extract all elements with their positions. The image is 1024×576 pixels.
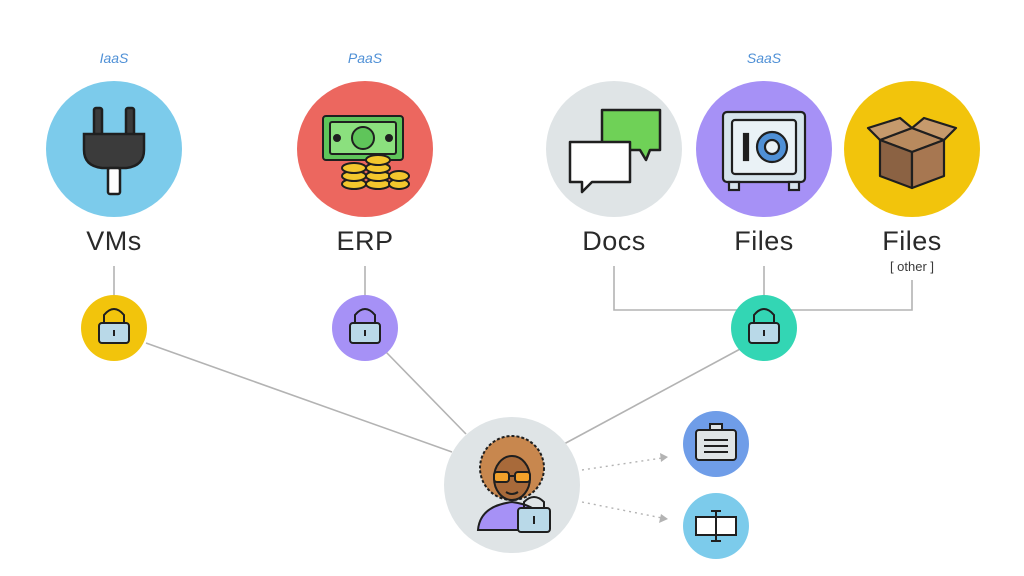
erp-lock-node: [332, 295, 398, 361]
arrow-to-scroll: [581, 501, 663, 519]
files-other-service-node: [844, 81, 980, 217]
saas-category-label: SaaS: [746, 50, 782, 66]
chat-bubbles-icon: [568, 108, 662, 194]
output-arrows: [581, 457, 663, 519]
padlock-icon: [98, 308, 130, 344]
docs-service-node: [546, 81, 682, 217]
saas-lock-to-user-line: [563, 347, 743, 445]
saas-lock-node: [731, 295, 797, 361]
files-label: Files: [734, 226, 794, 256]
box-icon: [866, 116, 958, 190]
paas-category-label: PaaS: [347, 50, 383, 66]
erp-service-node: [297, 81, 433, 217]
arrow-to-briefcase: [581, 457, 663, 471]
erp-label: ERP: [336, 226, 394, 256]
erp-lock-to-user-line: [385, 351, 467, 435]
user-with-lock-icon: [476, 435, 551, 533]
vms-label: VMs: [86, 226, 142, 256]
briefcase-output-node: [683, 411, 749, 477]
vms-service-node: [46, 81, 182, 217]
vms-lock-node: [81, 295, 147, 361]
arrowhead-briefcase: [660, 453, 668, 462]
money-coins-icon: [322, 115, 410, 190]
iaas-category-label: IaaS: [99, 50, 129, 66]
padlock-icon: [748, 308, 780, 344]
padlock-icon: [349, 308, 381, 344]
briefcase-icon: [695, 423, 737, 461]
files-other-label: Files: [882, 226, 942, 256]
vms-lock-to-user-line: [145, 342, 453, 453]
safe-icon: [721, 110, 807, 192]
docs-label: Docs: [582, 226, 646, 256]
files-service-node: [696, 81, 832, 217]
scroll-output-node: [683, 493, 749, 559]
arrowhead-scroll: [659, 514, 668, 523]
power-plug-icon: [82, 106, 146, 196]
files-other-sublabel: [ other ]: [889, 259, 935, 274]
user-node: [444, 417, 580, 553]
scroll-icon: [695, 510, 737, 542]
